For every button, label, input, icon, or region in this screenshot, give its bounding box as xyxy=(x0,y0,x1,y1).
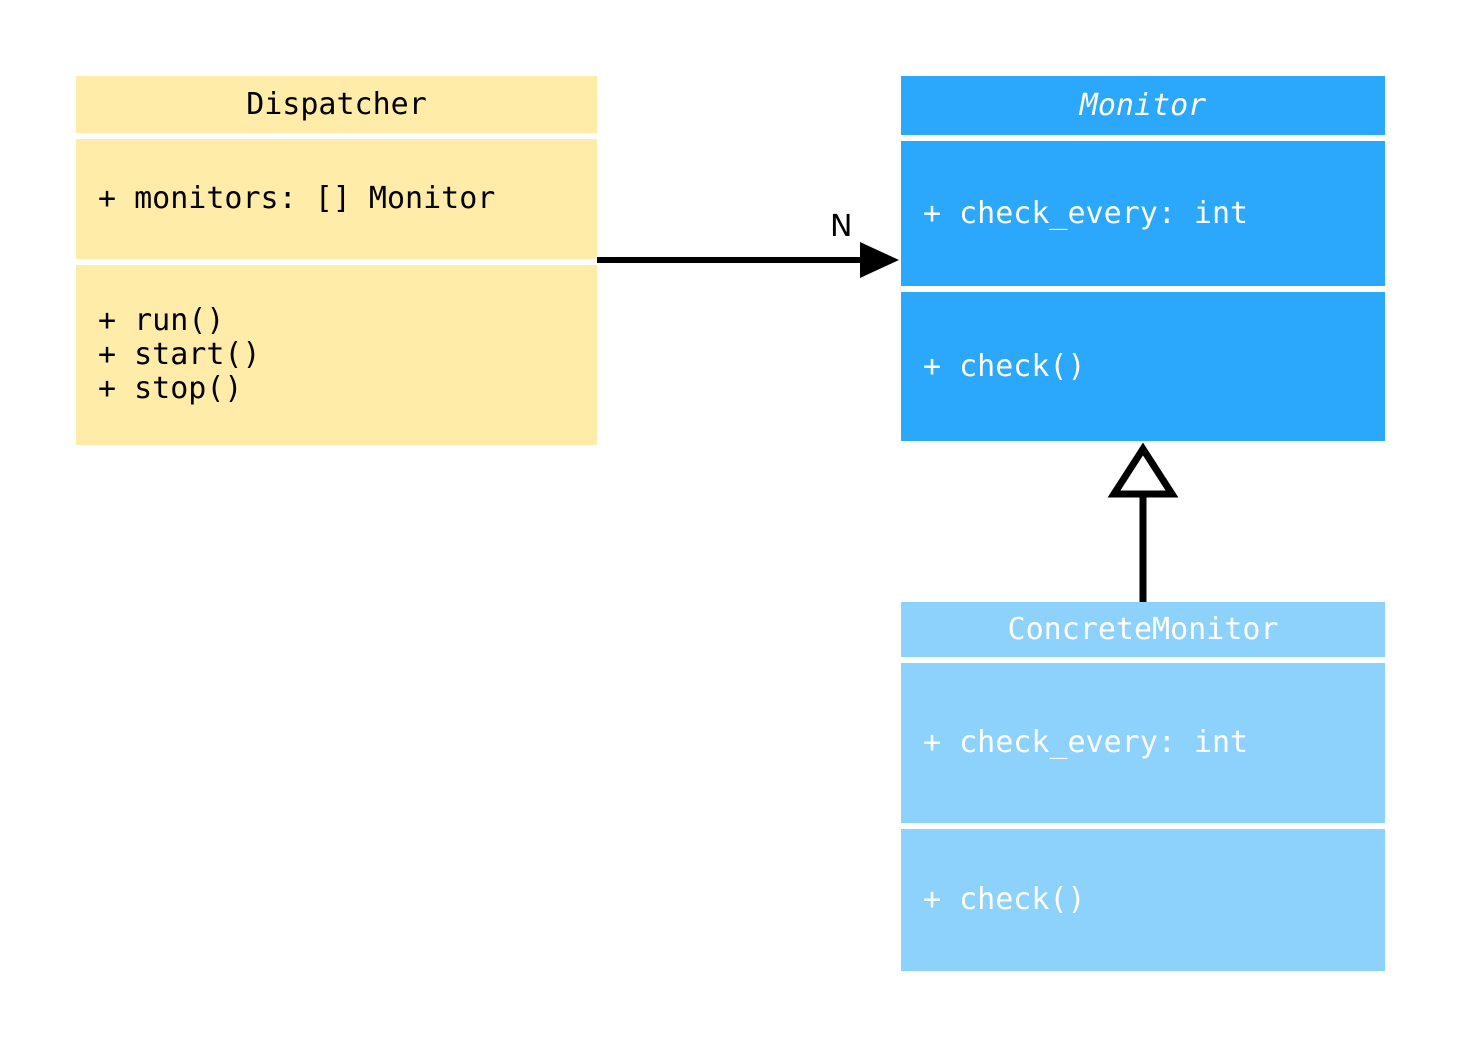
edge-generalization-concretemonitor-monitor xyxy=(1107,442,1179,602)
class-operations-monitor: + check() xyxy=(901,292,1385,441)
uml-class-monitor[interactable]: Monitor + check_every: int + check() xyxy=(901,76,1385,441)
class-operations-dispatcher: + run() + start() + stop() xyxy=(76,265,597,445)
class-attributes-concretemonitor: + check_every: int xyxy=(901,663,1385,823)
compartment-divider xyxy=(901,823,1385,829)
compartment-divider xyxy=(901,135,1385,141)
compartment-divider xyxy=(76,259,597,265)
class-attributes-monitor: + check_every: int xyxy=(901,141,1385,286)
class-operations-concretemonitor: + check() xyxy=(901,829,1385,971)
compartment-divider xyxy=(76,133,597,139)
uml-class-concretemonitor[interactable]: ConcreteMonitor + check_every: int + che… xyxy=(901,602,1385,971)
class-title-concretemonitor: ConcreteMonitor xyxy=(901,602,1385,657)
uml-class-dispatcher[interactable]: Dispatcher + monitors: [] Monitor + run(… xyxy=(76,76,597,445)
edge-association-dispatcher-monitor xyxy=(597,242,899,278)
class-attributes-dispatcher: + monitors: [] Monitor xyxy=(76,139,597,259)
compartment-divider xyxy=(901,286,1385,292)
compartment-divider xyxy=(901,657,1385,663)
association-multiplicity-label: N xyxy=(830,209,853,244)
filled-arrow-icon xyxy=(860,242,899,278)
class-title-monitor: Monitor xyxy=(901,76,1385,135)
class-title-dispatcher: Dispatcher xyxy=(76,76,597,133)
hollow-triangle-icon xyxy=(1107,442,1179,498)
